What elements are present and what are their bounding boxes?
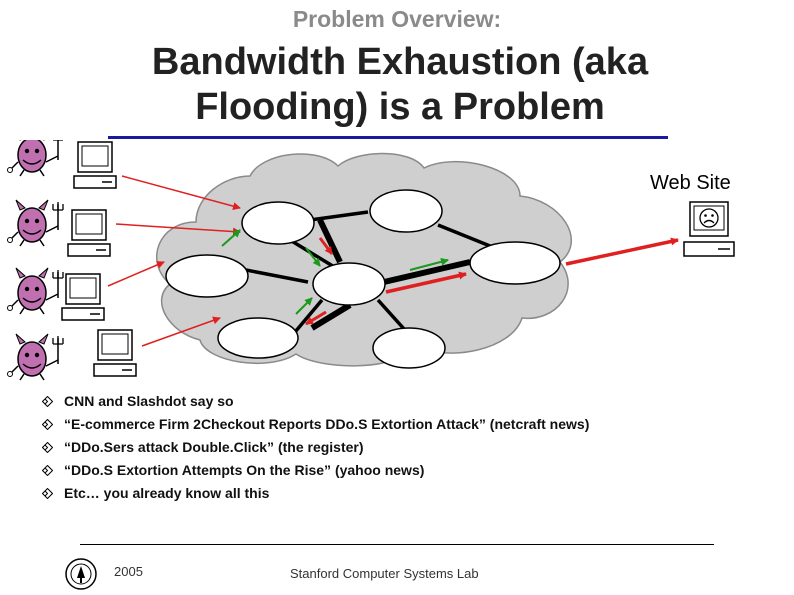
list-item: “DDo.Sers attack Double.Click” (the regi… xyxy=(42,436,589,459)
devil-icon xyxy=(6,199,64,247)
list-item: “E-commerce Firm 2Checkout Reports DDo.S… xyxy=(42,413,589,436)
diamond-bullet-icon xyxy=(42,488,53,499)
devil-icon xyxy=(6,267,64,315)
diamond-bullet-icon xyxy=(42,465,53,476)
web-site-label: Web Site xyxy=(650,172,731,194)
attack-arrows xyxy=(107,175,679,347)
attacker-devils xyxy=(6,140,64,381)
normal-arrows xyxy=(221,229,449,315)
diamond-bullet-icon xyxy=(42,396,53,407)
router-node xyxy=(312,262,386,306)
footer-divider xyxy=(80,544,714,545)
list-item: “DDo.S Extortion Attempts On the Rise” (… xyxy=(42,459,589,482)
network-diagram xyxy=(6,140,735,381)
router-links-thick xyxy=(310,218,471,331)
bullet-list: CNN and Slashdot say so “E-commerce Firm… xyxy=(42,390,589,505)
title-underline xyxy=(108,136,668,139)
router-node xyxy=(372,327,446,369)
computer-icon xyxy=(93,329,137,377)
router-node xyxy=(469,241,561,285)
university-seal-icon xyxy=(65,558,97,590)
router-node xyxy=(217,317,299,359)
diamond-bullet-icon xyxy=(42,419,53,430)
routers xyxy=(165,189,561,369)
computer-icon xyxy=(61,273,105,321)
slide-title-line-1: Bandwidth Exhaustion (aka xyxy=(151,41,649,83)
list-item: CNN and Slashdot say so xyxy=(42,390,589,413)
devil-icon xyxy=(6,140,64,177)
bullet-text: Etc… you already know all this xyxy=(64,485,270,501)
sad-computer-icon xyxy=(683,201,735,257)
bullet-text: “DDo.S Extortion Attempts On the Rise” (… xyxy=(64,462,425,478)
footer-year: 2005 xyxy=(114,564,143,579)
bullet-text: CNN and Slashdot say so xyxy=(64,393,234,409)
slide-kicker: Problem Overview: xyxy=(292,6,502,32)
router-node xyxy=(165,254,249,298)
computer-icon xyxy=(73,141,117,189)
list-item: Etc… you already know all this xyxy=(42,482,589,505)
devil-icon xyxy=(6,333,64,381)
router-node xyxy=(369,189,443,233)
bullet-text: “DDo.Sers attack Double.Click” (the regi… xyxy=(64,439,364,455)
router-node xyxy=(241,201,315,245)
diamond-bullet-icon xyxy=(42,442,53,453)
bullet-text: “E-commerce Firm 2Checkout Reports DDo.S… xyxy=(64,416,590,432)
slide-title: Bandwidth Exhaustion (aka Flooding) is a… xyxy=(80,40,720,130)
footer-lab-name: Stanford Computer Systems Lab xyxy=(290,566,479,581)
computer-icon xyxy=(67,209,111,257)
slide-title-line-2: Flooding) is a Problem xyxy=(195,86,605,128)
